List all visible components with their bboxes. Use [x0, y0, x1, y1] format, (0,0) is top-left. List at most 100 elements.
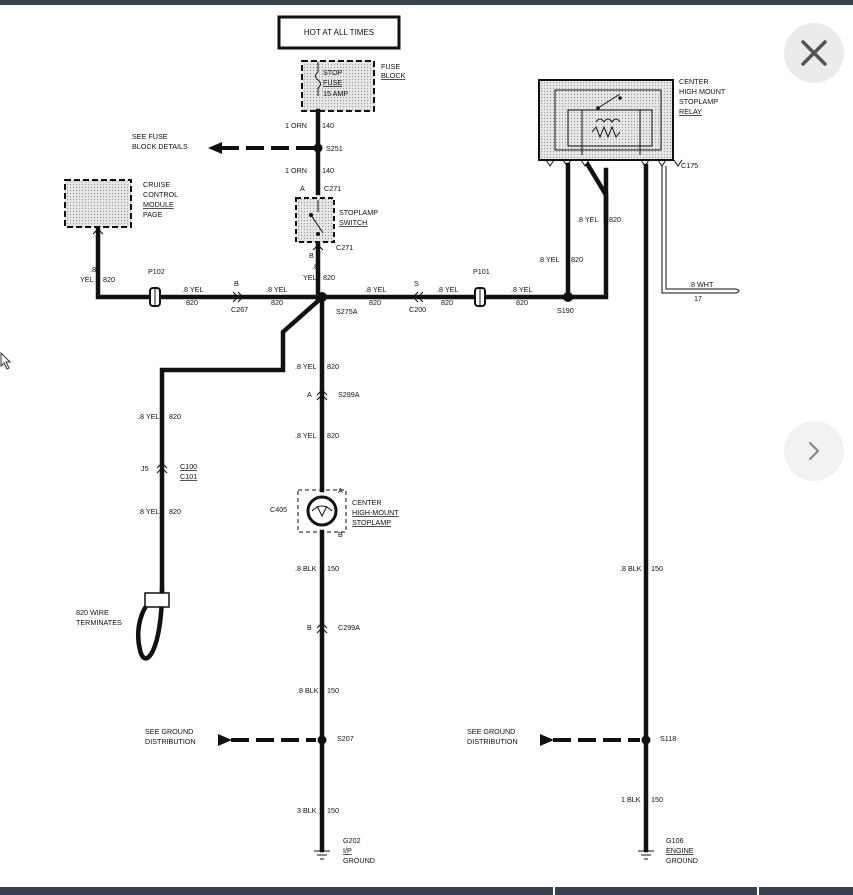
next-button[interactable] — [784, 421, 844, 481]
wire-horizontal-bus — [95, 167, 609, 300]
conn-a-1: A — [300, 184, 305, 193]
wire-label-yela: YEL — [80, 275, 94, 284]
wire-label-150-1: 150 — [327, 564, 339, 573]
see-fuse-label-1: SEE FUSE — [132, 132, 168, 141]
ground-symbol-g202 — [314, 850, 330, 860]
wire-label-08yel-3: .8 YEL — [365, 285, 386, 294]
wire-label-820-10: 820 — [169, 412, 181, 421]
wire-label-08a: .8 — [90, 265, 96, 274]
wire-label-820-11: 820 — [169, 507, 181, 516]
g202-label-2: I/P — [343, 846, 352, 855]
fuse-label-3: 15 AMP — [323, 89, 348, 98]
stoplamp-switch-label-1: STOPLAMP — [339, 208, 378, 217]
g106-label-2: ENGINE — [666, 846, 694, 855]
wire-label-1blk: 1 BLK — [621, 795, 641, 804]
wire-wht-17-a — [661, 166, 736, 294]
label-c100: C100 — [180, 462, 197, 471]
hot-at-all-times-box: HOT AT ALL TIMES — [277, 15, 401, 50]
conn-b-4: B — [307, 623, 312, 632]
wire-label-08yel-2: .8 YEL — [266, 285, 287, 294]
wire-label-820-3: 820 — [369, 298, 381, 307]
relay-label-2: HIGH MOUNT — [679, 87, 726, 96]
fuse-label-1: STOP — [323, 68, 343, 77]
wire820-term-label-2: TERMINATES — [76, 618, 122, 627]
close-icon — [801, 40, 827, 66]
cruise-label-4: PAGE — [143, 210, 163, 219]
wire-label-3blk: 3 BLK — [297, 806, 317, 815]
conn-b-2: B — [234, 279, 239, 288]
cruise-label-2: CONTROL — [143, 190, 178, 199]
wire-label-820-4: 820 — [441, 298, 453, 307]
see-ground-1-label-1: SEE GROUND — [145, 727, 193, 736]
wire-wht-17-b — [665, 166, 736, 290]
wire-label-orn2: 1 ORN — [285, 166, 307, 175]
g202-label-3: GROUND — [343, 856, 375, 865]
label-c200: C200 — [409, 305, 426, 314]
conn-b-1: B — [309, 251, 314, 260]
cruise-control-module — [64, 179, 132, 228]
wire-relay-diag — [584, 161, 609, 223]
wire-label-150-4: 150 — [327, 806, 339, 815]
wire-label-140b: 140 — [322, 166, 334, 175]
label-s207: S207 — [337, 734, 354, 743]
wire-label-150-5: 150 — [651, 795, 663, 804]
wire-label-orn1: 1 ORN — [285, 121, 307, 130]
wire-label-820-1: 820 — [186, 298, 198, 307]
wire-label-08blk-right: .8 BLK — [620, 564, 642, 573]
wire820-term-label-1: 820 WIRE — [76, 608, 109, 617]
see-ground-arrowhead-2 — [540, 734, 554, 746]
relay-label-3: STOPLAMP — [679, 97, 718, 106]
conn-s: S — [414, 279, 419, 288]
wire-label-820-2: 820 — [271, 298, 283, 307]
see-ground-1-label-2: DISTRIBUTION — [145, 737, 196, 746]
wire-label-820b: 820 — [323, 273, 335, 282]
label-c271-top: C271 — [324, 184, 341, 193]
chevron-right-icon — [808, 441, 820, 461]
close-button[interactable] — [784, 23, 844, 83]
wire-label-08yel-6: .8 YEL — [577, 215, 598, 224]
connector-p102 — [149, 287, 161, 307]
wire-label-08yel-7: .8 YEL — [538, 255, 559, 264]
see-fuse-label-2: BLOCK DETAILS — [132, 142, 188, 151]
label-s118: S118 — [660, 734, 676, 743]
bottom-bar — [0, 887, 853, 895]
label-c175: C175 — [681, 161, 698, 170]
center-lamp-label-1: CENTER — [352, 498, 382, 507]
label-s251: S251 — [326, 144, 343, 153]
wire-label-08yel-10: .8 YEL — [138, 412, 159, 421]
center-high-mount-stoplamp-bulb — [297, 489, 347, 533]
ground-symbol-g106 — [638, 850, 654, 860]
cruise-label-1: CRUISE — [143, 180, 170, 189]
conn-a-2: A — [307, 390, 312, 399]
label-s275a: S275A — [336, 307, 358, 316]
wire-label-820-8: 820 — [327, 362, 339, 371]
wire-label-08yel-9: .8 YEL — [295, 431, 316, 440]
g106-label-1: G106 — [666, 836, 684, 845]
wire-820-tape — [144, 592, 170, 608]
fuse-label-2: FUSE — [323, 78, 342, 87]
wire-label-08blk-3: .8 BLK — [297, 686, 319, 695]
wire-label-08wht: .8 WHT — [689, 280, 714, 289]
wire-label-820-5: 820 — [516, 298, 528, 307]
wire-label-08yel-11: .8 YEL — [138, 507, 159, 516]
wire-label-150-3: 150 — [327, 686, 339, 695]
label-c405: C405 — [270, 505, 287, 514]
conn-b-3: B — [338, 530, 343, 539]
wire-label-08yel-4: .8 YEL — [437, 285, 458, 294]
wire-label-820a: 820 — [103, 275, 115, 284]
center-lamp-label-3: STOPLAMP — [352, 518, 391, 527]
relay-label-4: RELAY — [679, 107, 702, 116]
g202-label-1: G202 — [343, 836, 361, 845]
stoplamp-switch-label-2: SWITCH — [339, 218, 367, 227]
top-bar — [0, 0, 853, 5]
bottom-bar-divider — [553, 887, 555, 895]
label-p101: P101 — [473, 267, 490, 276]
wire-label-yelb: YEL — [303, 273, 317, 282]
wire-label-820-9: 820 — [327, 431, 339, 440]
wire-label-08yel-1: .8 YEL — [182, 285, 203, 294]
wire-label-17: 17 — [694, 294, 702, 303]
label-c101: C101 — [180, 472, 197, 481]
wire-label-08yel-5: .8 YEL — [511, 285, 532, 294]
wire-label-820-7: 820 — [571, 255, 583, 264]
